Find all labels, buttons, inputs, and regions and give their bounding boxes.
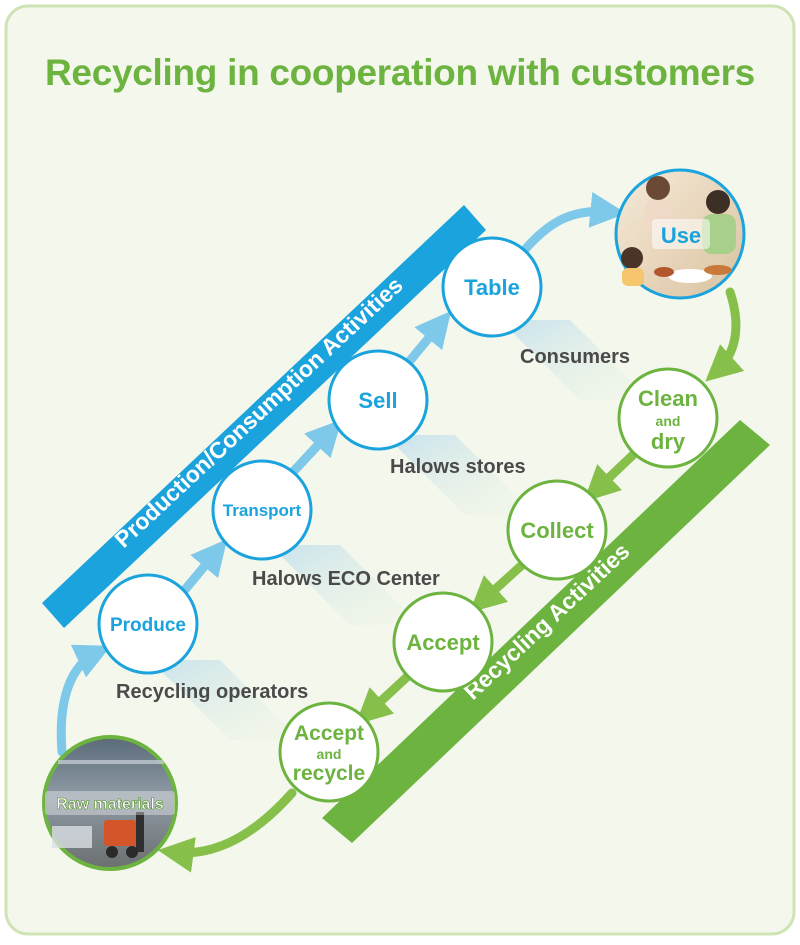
node-accept-recycle-and-label: and	[317, 746, 342, 762]
node-table: Table	[441, 236, 543, 338]
node-raw-materials: Raw materials	[42, 735, 178, 871]
node-sell: Sell	[327, 349, 429, 451]
production-arrows	[56, 191, 627, 757]
raw-materials-photo-illustration	[52, 760, 164, 858]
arrow-transport-to-sell	[287, 419, 342, 478]
arrow-use-to-clean	[705, 287, 745, 382]
arrow-sell-to-table	[403, 310, 452, 368]
arrow-raw-to-produce	[56, 644, 112, 757]
stakeholder-labels: Consumers Halows stores Halows ECO Cente…	[116, 346, 630, 703]
node-accept: Accept	[392, 591, 494, 693]
node-produce: Produce	[97, 573, 199, 675]
node-dry-label: dry	[651, 429, 686, 454]
label-halows-stores: Halows stores	[390, 456, 526, 478]
node-produce-label: Produce	[110, 615, 186, 636]
label-halows-eco-center: Halows ECO Center	[252, 568, 440, 590]
node-transport: Transport	[211, 459, 313, 561]
node-collect: Collect	[506, 479, 608, 581]
node-raw-materials-label: Raw materials	[56, 796, 164, 813]
recycling-arrows	[157, 287, 745, 873]
node-accept-recycle-label: Accept	[294, 722, 364, 745]
arrow-collect-to-accept	[469, 560, 527, 613]
node-clean-and-dry: Clean and dry	[617, 367, 719, 469]
arrow-recycle-to-raw	[157, 788, 297, 873]
node-transport-label: Transport	[223, 501, 302, 520]
node-sell-label: Sell	[358, 388, 397, 413]
node-accept-label: Accept	[406, 630, 480, 655]
node-use-label: Use	[661, 223, 701, 248]
node-clean-label: Clean	[638, 386, 698, 411]
use-photo-illustration	[621, 176, 736, 286]
label-recycling-operators: Recycling operators	[116, 681, 308, 703]
arrow-clean-to-collect	[583, 447, 641, 502]
label-consumers: Consumers	[520, 346, 630, 368]
node-use: Use	[614, 168, 746, 300]
arrow-accept-to-recycle	[355, 671, 413, 725]
page-title: Recycling in cooperation with customers	[45, 52, 755, 93]
arrow-produce-to-transport	[178, 538, 228, 597]
node-collect-label: Collect	[520, 518, 594, 543]
stakeholder-swaths	[150, 320, 650, 740]
node-table-label: Table	[464, 275, 520, 300]
node-recycle-label: recycle	[293, 762, 365, 785]
arrow-table-to-use	[517, 191, 627, 258]
node-accept-and-recycle: Accept and recycle	[278, 701, 380, 803]
node-clean-and-label: and	[656, 413, 681, 429]
